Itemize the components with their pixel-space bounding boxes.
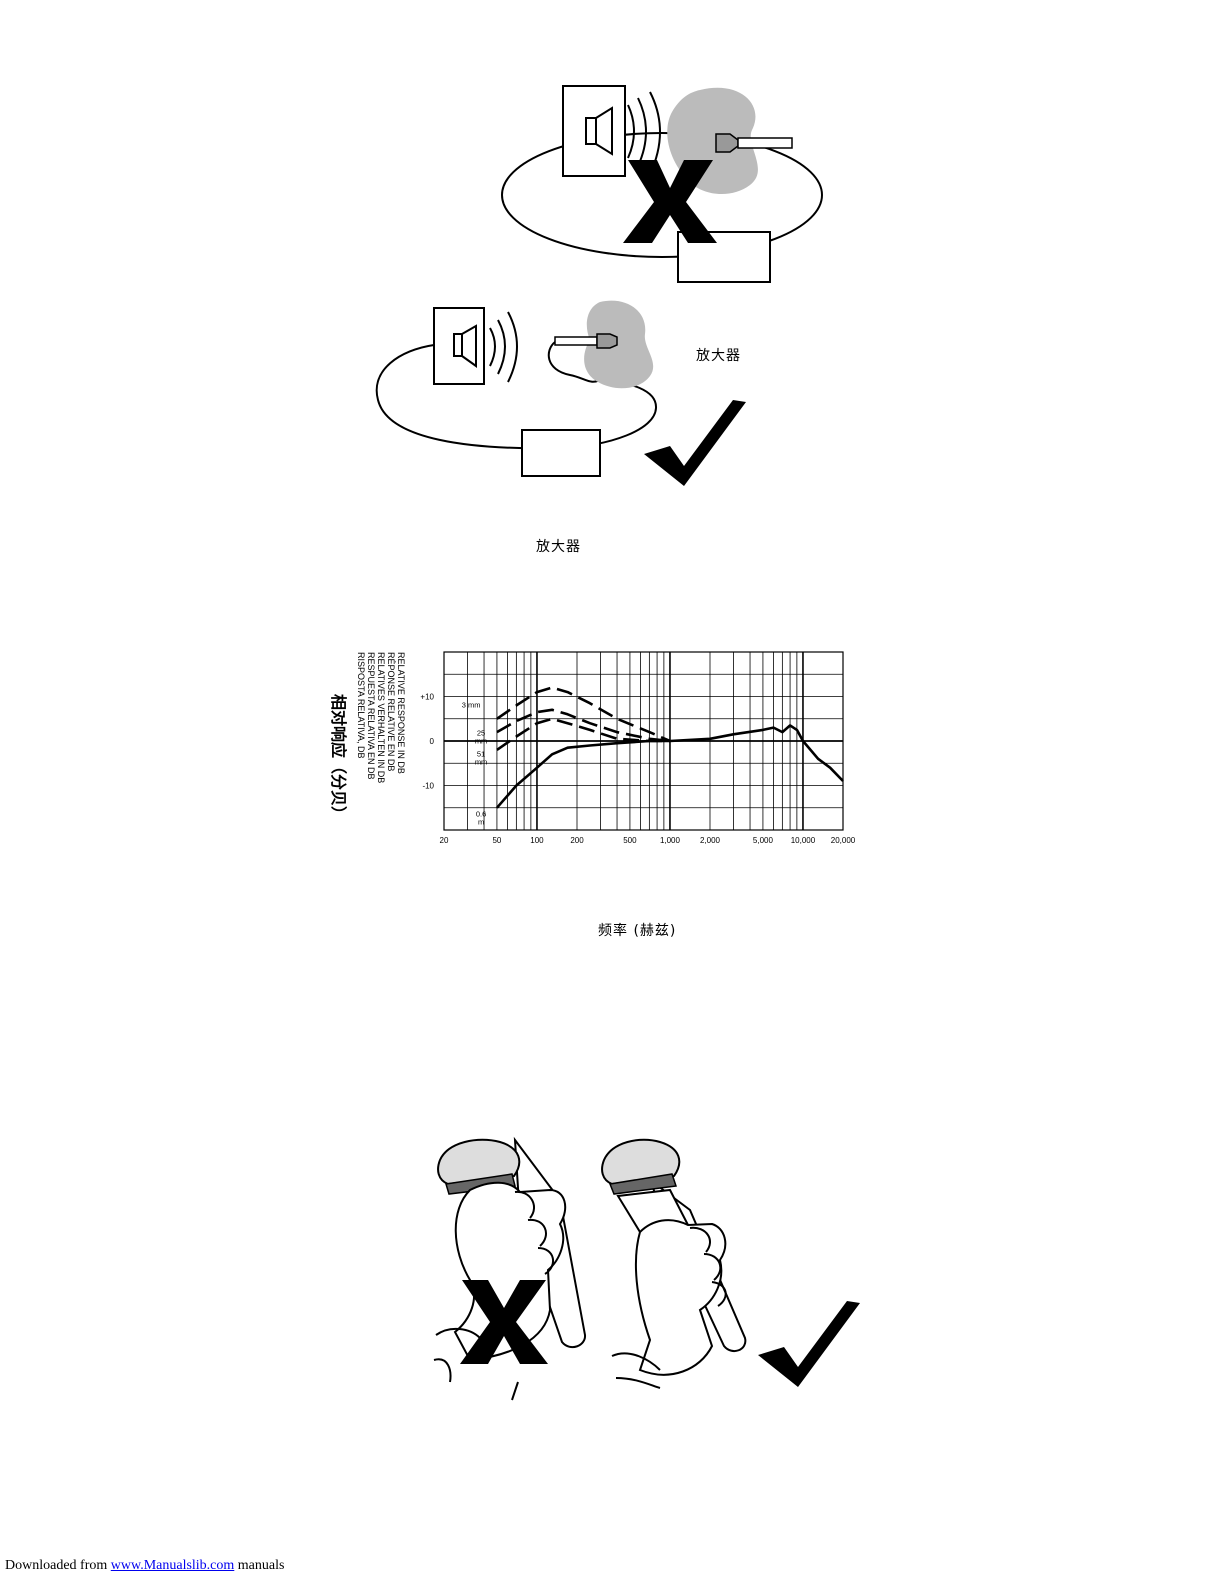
y-tick-label: 0 xyxy=(430,737,435,746)
x-tick-label: 1,000 xyxy=(660,836,681,845)
amplifier-label-middle: 放大器 xyxy=(696,345,741,365)
footer-suffix: manuals xyxy=(234,1558,284,1573)
x-tick-label: 10,000 xyxy=(791,836,816,845)
x-tick-label: 5,000 xyxy=(753,836,774,845)
chart-xlabel: 频率 (赫兹) xyxy=(598,920,676,940)
mic-handling-diagram xyxy=(0,1120,1225,1420)
diagram-correct-placement xyxy=(0,290,1225,500)
y-tick-label: +10 xyxy=(420,693,434,702)
footer-prefix: Downloaded from xyxy=(5,1558,111,1573)
x-tick-label: 200 xyxy=(570,836,584,845)
microphone-icon xyxy=(716,134,792,152)
correct-check-icon xyxy=(758,1301,860,1387)
x-tick-label: 500 xyxy=(623,836,637,845)
x-tick-label: 100 xyxy=(530,836,544,845)
x-tick-label: 2,000 xyxy=(700,836,721,845)
amplifier-icon xyxy=(522,430,600,476)
incorrect-x-icon xyxy=(623,160,717,243)
microphone-icon xyxy=(555,334,617,348)
correct-check-icon xyxy=(644,400,746,486)
x-tick-label: 20,000 xyxy=(831,836,856,845)
correct-grip-illustration xyxy=(602,1140,860,1388)
speaker-icon xyxy=(563,86,625,176)
download-footer: Downloaded from www.Manualslib.com manua… xyxy=(5,1558,284,1574)
diagram-incorrect-placement xyxy=(0,0,1225,290)
manualslib-link[interactable]: www.Manualslib.com xyxy=(111,1558,235,1573)
x-tick-label: 20 xyxy=(440,836,449,845)
feedback-diagram-correct xyxy=(0,290,1225,500)
distance-annotation: 3 mm xyxy=(462,701,481,710)
amplifier-caption: 放大器 xyxy=(536,536,581,556)
x-tick-label: 50 xyxy=(492,836,501,845)
incorrect-grip-illustration xyxy=(434,1140,585,1400)
feedback-diagram-incorrect xyxy=(0,0,1225,290)
y-tick-label: -10 xyxy=(422,782,434,791)
frequency-response-chart: 20 50 100 200 500 1,000 2,000 5,000 10,000 20,000… xyxy=(0,640,1225,860)
response-series-line xyxy=(497,710,670,741)
handling-illustrations xyxy=(0,1120,1225,1420)
